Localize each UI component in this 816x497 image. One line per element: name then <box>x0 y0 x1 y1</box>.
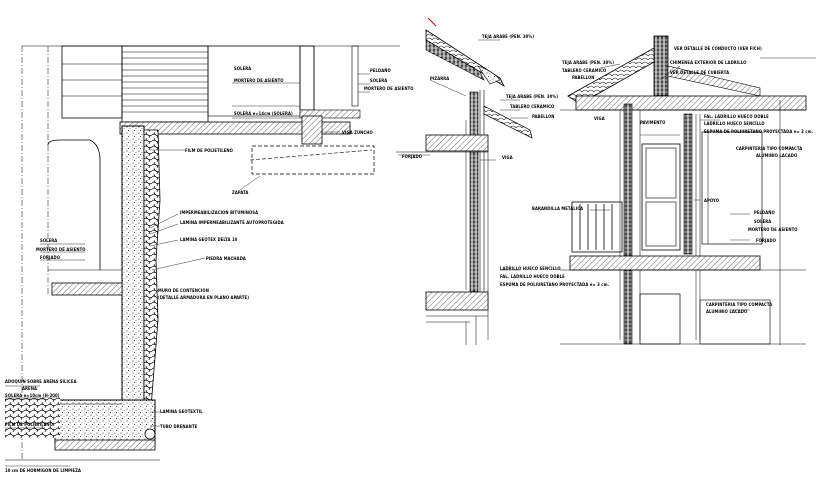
label-tablero-2: TABLERO CERAMICO <box>562 68 607 73</box>
label-lamina-imp: LAMINA IMPERMEABILIZANTE AUTOPROTEGIDA <box>180 220 284 225</box>
label-pizarra: PIZARRA <box>430 76 449 81</box>
label-solera-top: SOLERA <box>234 66 251 71</box>
left-section-labels: SOLERA MORTERO DE ASIENTO SOLERA e=14cm … <box>5 66 414 473</box>
label-aluminio-2: ALUMINIO LACADO <box>706 309 748 314</box>
label-peldano: PELDAÑO <box>370 68 392 73</box>
label-peldano-r: PELDAÑO <box>754 210 776 215</box>
label-hormigon: 10 cm DE HORMIGON DE LIMPIEZA <box>5 468 81 473</box>
right-section-geometry <box>396 17 816 345</box>
label-viga-2: VIGA <box>502 155 513 160</box>
label-lamina-delta: LAMINA GEOTEX DELTA 10 <box>180 237 238 242</box>
right-section-labels: TEJA ARABE (PEN. 30%) PIZARRA FORJADO TE… <box>402 34 814 314</box>
label-detalle: (DETALLE ARMADURA EN PLANO APARTE) <box>158 295 249 300</box>
label-chimenea: CHIMENEA EXTERIOR DE LADRILLO <box>670 60 747 65</box>
label-solera-r: SOLERA <box>370 78 387 83</box>
label-film: FILM DE POLIETILENO <box>185 148 234 153</box>
label-forjado-l: FORJADO <box>40 255 61 260</box>
label-piedra: PIEDRA MACHADA <box>206 256 246 261</box>
label-mortero-r: MORTERO DE ASIENTO <box>364 86 414 91</box>
label-teja-3: TEJA ARABE (PEN. 30%) <box>562 60 614 65</box>
label-arena: ARENA <box>22 386 37 391</box>
label-lamina-geo: LAMINA GEOTEXTIL <box>160 409 203 414</box>
label-mortero-l: MORTERO DE ASIENTO <box>36 247 86 252</box>
label-mortero-top: MORTERO DE ASIENTO <box>234 78 284 83</box>
label-espuma-2: ESPUMA DE POLIURETANO PROYECTADA e= 3 cm… <box>500 282 610 287</box>
label-ladrillo-hueco: FAL. LADRILLO HUECO DOBLE <box>704 114 769 119</box>
label-solera-10: SOLERA e=10cm (H-200) <box>5 393 60 398</box>
label-vigas-r: VIGA <box>594 116 605 121</box>
label-pabellon-2: PABELLON <box>572 75 595 80</box>
label-ver-cubierta: VER DETALLE DE CUBIERTA <box>670 70 729 75</box>
label-tubo: TUBO DRENANTE <box>160 424 198 429</box>
label-teja-2: TEJA ARABE (PEN. 30%) <box>506 94 558 99</box>
label-fal-ladrillo: FAL. LADRILLO HUECO DOBLE <box>500 274 565 279</box>
label-solera-rr: SOLERA <box>754 219 771 224</box>
label-solera-l: SOLERA <box>40 238 57 243</box>
label-carpinteria-2: CARPINTERIA TIPO COMPACTA <box>706 302 772 307</box>
label-mortero-rr: MORTERO DE ASIENTO <box>748 227 798 232</box>
label-impermeab: IMPERMEABILIZACION BITUMINOSA <box>180 210 258 215</box>
label-carpinteria: CARPINTERIA TIPO COMPACTA <box>736 146 802 151</box>
label-forjado-r: FORJADO <box>402 154 423 159</box>
label-pavimento: PAVIMENTO <box>640 120 666 125</box>
label-ladrillo-macizo: LADRILLO HUECO SENCILLO <box>704 121 765 126</box>
label-apoyo: APOYO <box>704 198 720 203</box>
label-aluminio: ALUMINIO LACADO <box>756 153 798 158</box>
label-forjado-rr: FORJADO <box>756 238 777 243</box>
left-section-geometry <box>5 45 400 467</box>
label-tablero: TABLERO CERAMICO <box>510 104 555 109</box>
label-ladrillo-2: LADRILLO HUECO SENCILLO <box>500 266 561 271</box>
label-muro: MURO DE CONTENCION <box>158 288 209 293</box>
label-adoquin: ADOQUIN SOBRE ARENA SILICEA <box>5 379 77 384</box>
label-espuma: ESPUMA DE POLIURETANO PROYECTADA e= 3 cm… <box>704 129 814 134</box>
label-solera-14: SOLERA e=14cm (SOLERA) <box>234 111 293 116</box>
label-film-2: FILM DE POLIETILENO <box>5 422 54 427</box>
label-teja-1: TEJA ARABE (PEN. 30%) <box>482 34 534 39</box>
label-zapata: ZAPATA <box>232 190 248 195</box>
label-barandilla: BARANDILLA METALICA <box>532 206 583 211</box>
label-pabellon: PABELLON <box>532 114 555 119</box>
label-ver-detalle: VER DETALLE DE CONDUCTO (VER FICH) <box>674 46 762 51</box>
label-viga: VIGA ZUNCHO <box>342 130 373 135</box>
